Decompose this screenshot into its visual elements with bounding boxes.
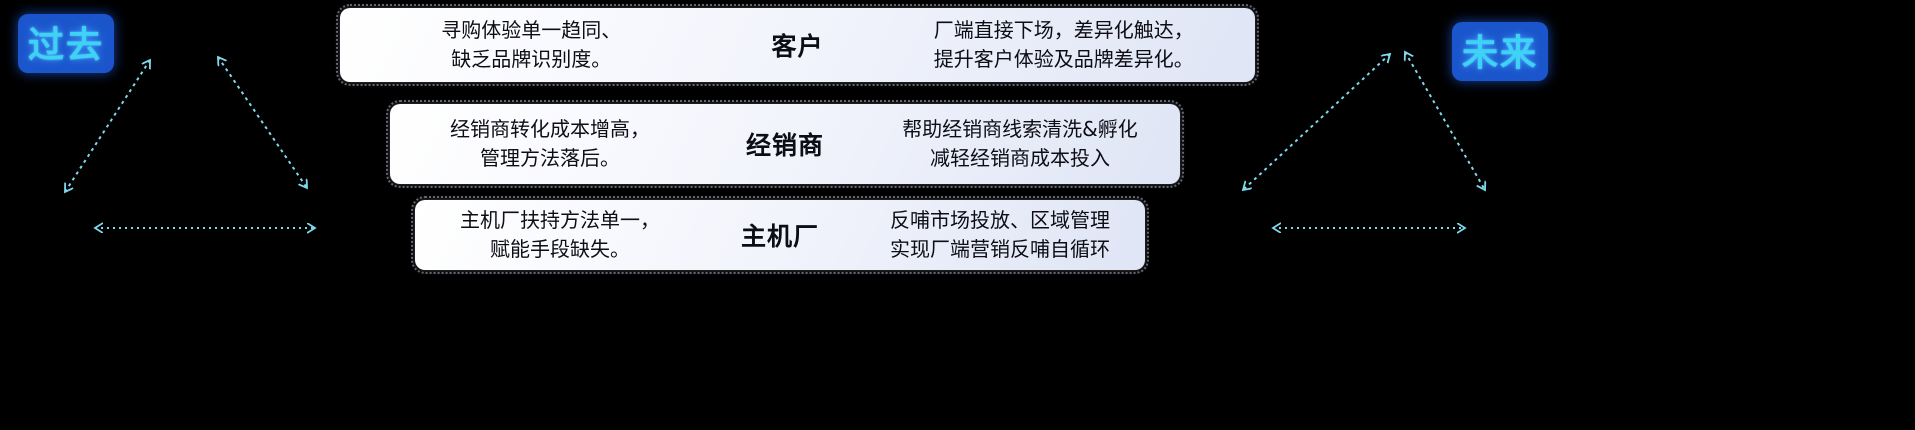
- past-arrow-right-diagonal: [218, 57, 307, 188]
- oem-solution-text: 反哺市场投放、区域管理 实现厂端营销反哺自循环: [890, 208, 1110, 261]
- dealer-problem-text: 经销商转化成本增高， 管理方法落后。: [450, 117, 650, 170]
- past-arrow-left-diagonal: [65, 60, 150, 192]
- past-label: 过去: [18, 14, 115, 73]
- oem-problem-text: 主机厂扶持方法单一， 赋能手段缺失。: [460, 208, 660, 261]
- dealer-role-label: 经销商: [745, 131, 824, 160]
- customer-problem-text: 寻购体验单一趋同、 缺乏品牌识别度。: [441, 18, 622, 71]
- oem-role-label: 主机厂: [740, 222, 819, 251]
- row-customer: 寻购体验单一趋同、 缺乏品牌识别度。 客户 厂端直接下场，差异化触达， 提升客户…: [336, 4, 1259, 86]
- customer-solution-text: 厂端直接下场，差异化触达， 提升客户体验及品牌差异化。: [933, 18, 1194, 71]
- past-triangle-arrows: [40, 40, 340, 250]
- future-arrow-left-diagonal: [1243, 54, 1390, 190]
- row-dealer: 经销商转化成本增高， 管理方法落后。 经销商 帮助经销商线索清洗&孵化 减轻经销…: [386, 100, 1184, 188]
- row-oem: 主机厂扶持方法单一， 赋能手段缺失。 主机厂 反哺市场投放、区域管理 实现厂端营…: [411, 196, 1149, 274]
- future-arrow-right-diagonal: [1405, 52, 1485, 190]
- future-triangle-arrows: [1225, 40, 1505, 250]
- customer-role-label: 客户: [771, 32, 824, 61]
- dealer-solution-text: 帮助经销商线索清洗&孵化 减轻经销商成本投入: [902, 117, 1138, 170]
